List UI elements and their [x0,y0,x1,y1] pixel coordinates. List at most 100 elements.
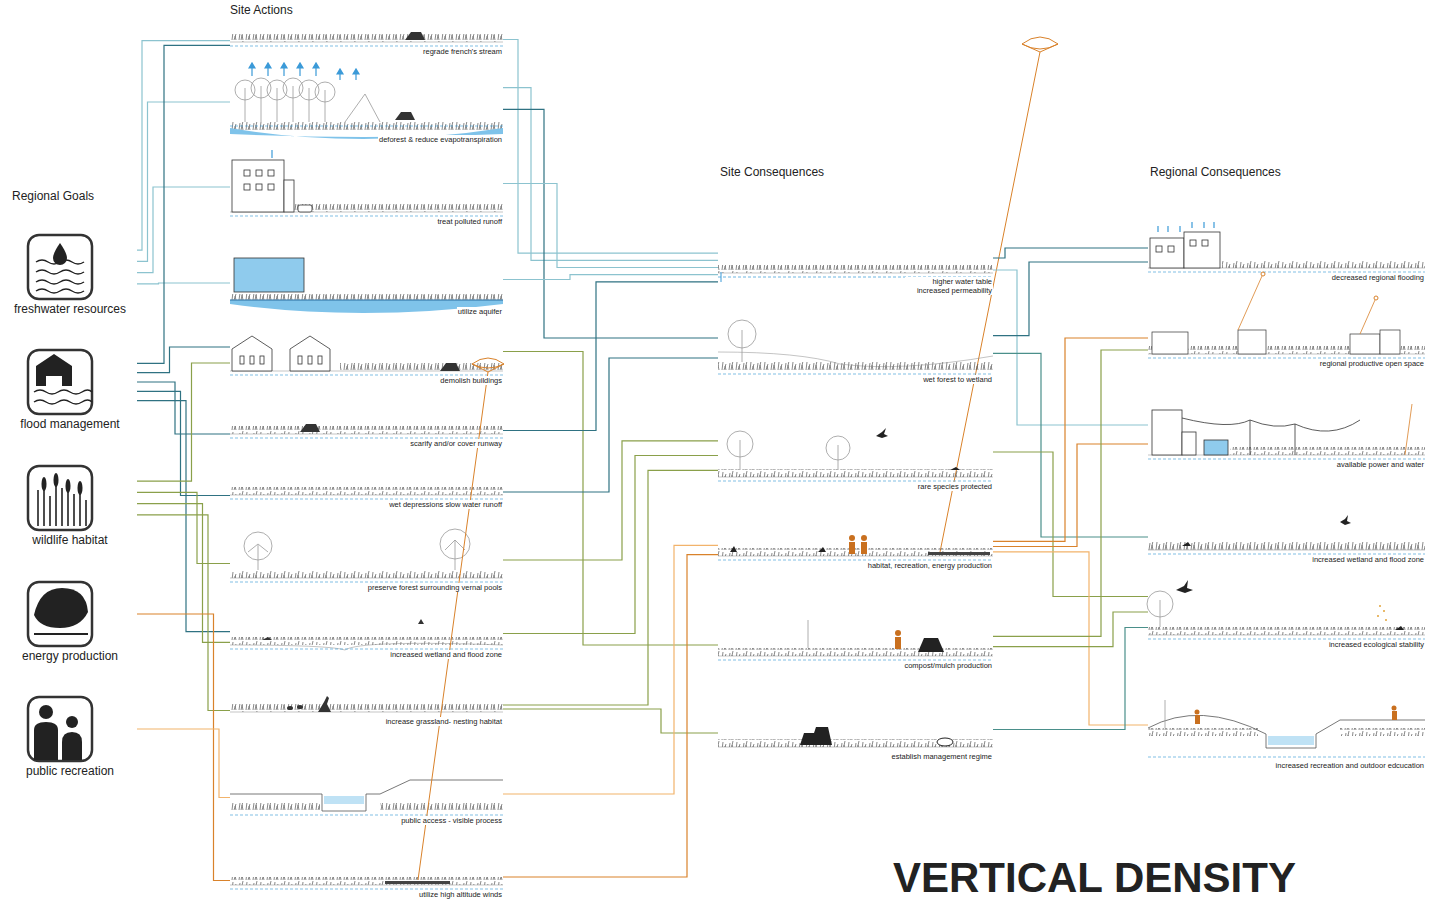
site-action-strip: increased wetland and flood zone [230,615,503,659]
site-action-strip: utilize aquifer [230,250,503,316]
section-caption: treat polluted runoff [437,217,504,226]
regional-goal: freshwater resources [3,233,137,317]
section-caption: establish management regime [891,752,993,761]
site-consequence-strip: higher water table increased permeabilit… [718,240,993,295]
connector-line [137,729,230,798]
site-action-strip: regrade french's stream [230,30,503,56]
site-action-strip: increase grassland- nesting habitat [230,695,503,726]
column-heading: Regional Consequences [1150,166,1281,179]
connector-line [503,456,718,634]
site-consequence-strip: habitat, recreation, energy production [718,530,993,570]
goal-label: public recreation [3,764,137,779]
connector-line [993,350,1148,636]
section-caption: increased wetland and flood zone [1311,555,1425,564]
regional-consequence-strip: regional productive open space [1148,320,1425,368]
connector-line [993,262,1148,336]
connector-line [503,555,718,877]
goal-label: wildlife habitat [3,533,137,548]
goal-label: freshwater resources [3,302,137,317]
section-caption: increase grassland- nesting habitat [385,717,503,726]
section-caption: demolish buildings [439,376,503,385]
regional-consequence-strip: increased ecological stability [1148,575,1425,649]
regional-goal: public recreation [3,695,137,779]
connector-line [993,270,1148,425]
connector-line [503,441,718,560]
section-caption: regrade french's stream [422,47,503,56]
goal-label: flood management [3,417,137,432]
regional-goal: wildlife habitat [3,464,137,548]
connector-line [137,363,230,481]
connector-line [993,338,1148,541]
connector-line [137,347,230,373]
section-caption: utilize high altitude winds [418,890,503,899]
connector-line [503,40,718,254]
section-caption: compost/mulch production [903,661,993,670]
site-action-strip: wet depressions slow water runoff [230,482,503,509]
column-heading: Regional Goals [12,190,94,203]
connector-line [503,358,718,492]
connector-line [503,352,718,646]
column-heading: Site Actions [230,4,293,17]
section-caption: wet depressions slow water runoff [388,500,503,509]
section-caption: rare species protected [917,482,993,491]
connector-line [137,41,230,251]
connector-line [137,45,230,363]
section-caption: available power and water [1336,460,1425,469]
section-caption: decreased regional flooding [1331,273,1425,282]
connector-line [137,187,230,273]
connector-line [137,102,230,261]
section-caption: increased wetland and flood zone [389,650,503,659]
column-heading: Site Consequences [720,166,824,179]
section-caption: public access - visible process [400,816,503,825]
consequence-sections [718,265,993,747]
connector-line [137,401,230,632]
section-caption: scarify and/or cover runway [409,439,503,448]
connector-line [503,275,718,280]
site-action-strip: demolish buildings [230,325,503,385]
watermark-title: VERTICAL DENSITY [893,856,1296,900]
site-action-strip: deforest & reduce evapotranspiration [230,60,503,144]
connector-line [503,88,718,261]
regional-sections [1147,222,1425,757]
regional-consequence-strip: increased wetland and flood zone [1148,510,1425,564]
site-action-strip: utilize high altitude winds [230,862,503,899]
site-action-strip: preserve forest surrounding vernal pools [230,535,503,592]
regional-consequence-strip: available power and water [1148,400,1425,469]
section-caption: deforest & reduce evapotranspiration [378,135,503,144]
connector-line [993,628,1148,730]
regional-goal: flood management [3,348,137,432]
connector-line [137,391,230,495]
regional-consequence-strip: decreased regional flooding [1148,228,1425,282]
section-caption: habitat, recreation, energy production [867,561,993,570]
connector-line [137,282,230,284]
section-caption: preserve forest surrounding vernal pools [367,583,503,592]
site-action-strip: scarify and/or cover runway [230,420,503,448]
site-consequence-strip: wet forest to wetland [718,312,993,384]
connector-line [503,545,718,794]
kite-tether [418,37,1058,880]
regional-goal: energy production [3,580,137,664]
section-caption: utilize aquifer [457,307,503,316]
site-consequence-strip: rare species protected [718,420,993,491]
connector-line [993,452,1148,597]
connector-line [503,282,718,431]
connector-line [503,109,718,338]
section-caption: increased recreation and outdoor edcucat… [1275,761,1425,770]
connector-line [993,353,1148,537]
connector-line [137,504,230,643]
section-caption: wet forest to wetland [922,375,993,384]
connector-line [503,709,718,733]
section-caption: regional productive open space [1319,359,1425,368]
site-consequence-strip: establish management regime [718,705,993,761]
connector-line [503,184,718,268]
connector-line [137,614,230,881]
connector-line [993,248,1148,258]
regional-consequence-strip: increased recreation and outdoor edcucat… [1148,680,1425,770]
terrain-sections [230,32,503,889]
connector-line [503,470,718,705]
connector-line [137,515,230,711]
site-action-strip: public access - visible process [230,770,503,825]
site-action-strip: treat polluted runoff [230,148,503,226]
